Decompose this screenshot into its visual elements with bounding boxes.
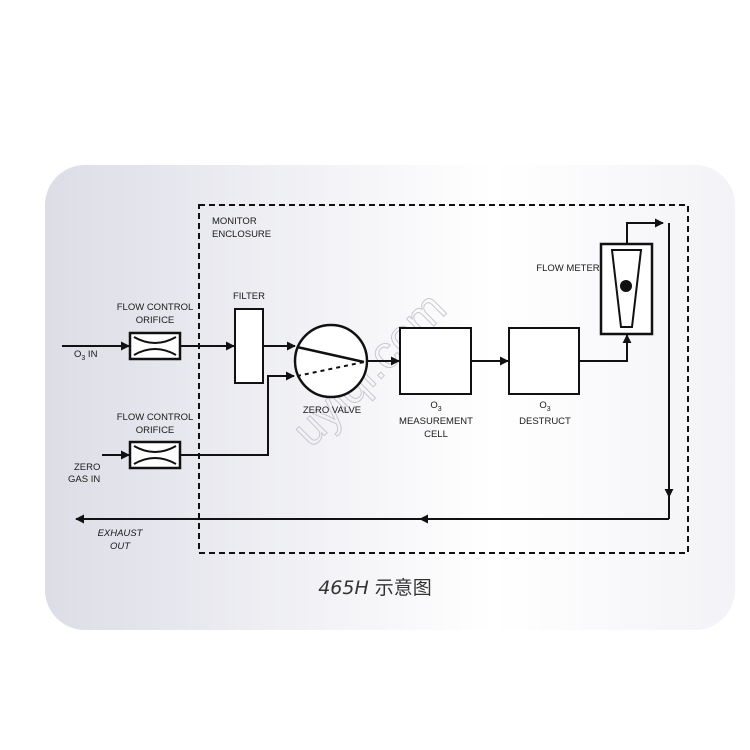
zero-valve-label: ZERO VALVE <box>303 405 361 416</box>
flow-control-orifice-2 <box>128 440 182 470</box>
filter-label: FILTER <box>233 291 265 302</box>
zero-valve <box>293 323 369 399</box>
o3-in-label: O3 IN <box>74 349 98 362</box>
caption-model: 465H <box>318 577 369 599</box>
measurement-cell-label-line1: O3 <box>430 400 441 413</box>
destruct-label-line2: DESTRUCT <box>519 416 571 427</box>
zero-gas-label-line1: ZERO <box>74 462 100 473</box>
monitor-enclosure <box>198 204 689 554</box>
monitor-label-line2: ENCLOSURE <box>212 229 271 240</box>
zero-gas-to-valve-line <box>181 371 295 456</box>
monitor-label-line1: MONITOR <box>212 216 257 227</box>
measurement-cell-box <box>399 327 472 395</box>
orifice1-label-line1: FLOW CONTROL <box>117 302 194 313</box>
destruct-to-meter-line <box>580 334 632 362</box>
zero-gas-label-line2: GAS IN <box>68 474 100 485</box>
flow-meter-label: FLOW METER <box>536 263 599 274</box>
caption-text: 示意图 <box>368 577 432 599</box>
filter-box <box>234 308 264 384</box>
orifice2-label-line2: ORIFICE <box>136 425 175 436</box>
orifice1-label-line2: ORIFICE <box>136 315 175 326</box>
diagram-caption: 465H 示意图 <box>0 573 750 600</box>
meter-outlet-line <box>626 218 664 244</box>
destruct-label-line1: O3 <box>539 400 550 413</box>
orifice2-label-line1: FLOW CONTROL <box>117 412 194 423</box>
exhaust-label-line1: EXHAUST <box>98 528 144 539</box>
flow-meter <box>599 242 654 336</box>
measurement-cell-label-line2: MEASUREMENT <box>399 416 473 427</box>
measurement-cell-label-line3: CELL <box>424 429 448 440</box>
flow-control-orifice-1 <box>128 331 182 361</box>
exhaust-label-line2: OUT <box>110 541 131 552</box>
destruct-box <box>508 327 580 395</box>
